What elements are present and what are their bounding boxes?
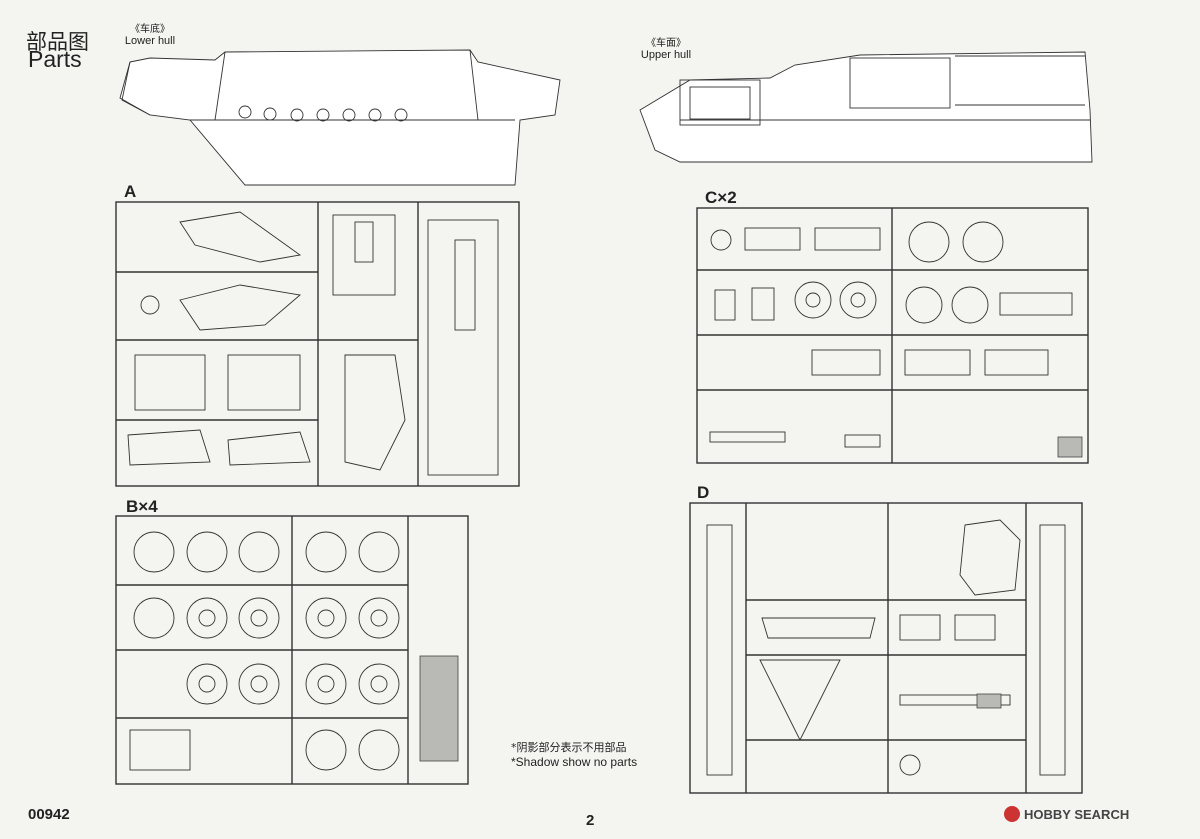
watermark-text: HOBBY SEARCH [1024,806,1130,822]
sprue-d-shaded-part [976,693,1002,709]
lower-hull-bolt-row [238,105,408,122]
lower-hull-caption-en: Lower hull [124,35,176,47]
sprue-c-shaded-part [1057,436,1083,458]
upper-hull-caption-en: Upper hull [640,49,692,61]
lower-hull-caption: 《车底》 Lower hull [110,20,190,47]
shadow-note-en: *Shadow show no parts [511,755,638,769]
shadow-note: *阴影部分表示不用部品 *Shadow show no parts [511,741,637,769]
sprue-b-shaded-track [419,655,459,762]
sprue-d-parts [706,519,1066,776]
page-number: 2 [586,812,595,829]
sprue-d-label: D [697,483,710,502]
watermark: HOBBY SEARCH [1004,806,1129,822]
upper-hull-caption: 《车面》 Upper hull [626,34,706,61]
hobby-search-logo-icon [1004,806,1020,822]
sprue-a-parts [127,211,499,476]
lower-hull-shape [119,49,561,186]
sprue-b-wheels [129,531,400,771]
upper-hull-caption-cn: 《车面》 [646,38,686,49]
page-title-cn: 部品图 [26,30,89,54]
product-code: 00942 [28,806,70,823]
sprue-c-label: C×2 [705,188,737,207]
sprue-a-label: A [124,182,137,201]
page-title: Parts [28,46,82,72]
sprue-b-label: B×4 [126,497,158,516]
sprue-c-parts [709,221,1073,448]
upper-hull-shape [639,51,1093,163]
shadow-note-cn: *阴影部分表示不用部品 [511,741,627,754]
lower-hull-caption-cn: 《车底》 [130,24,170,35]
